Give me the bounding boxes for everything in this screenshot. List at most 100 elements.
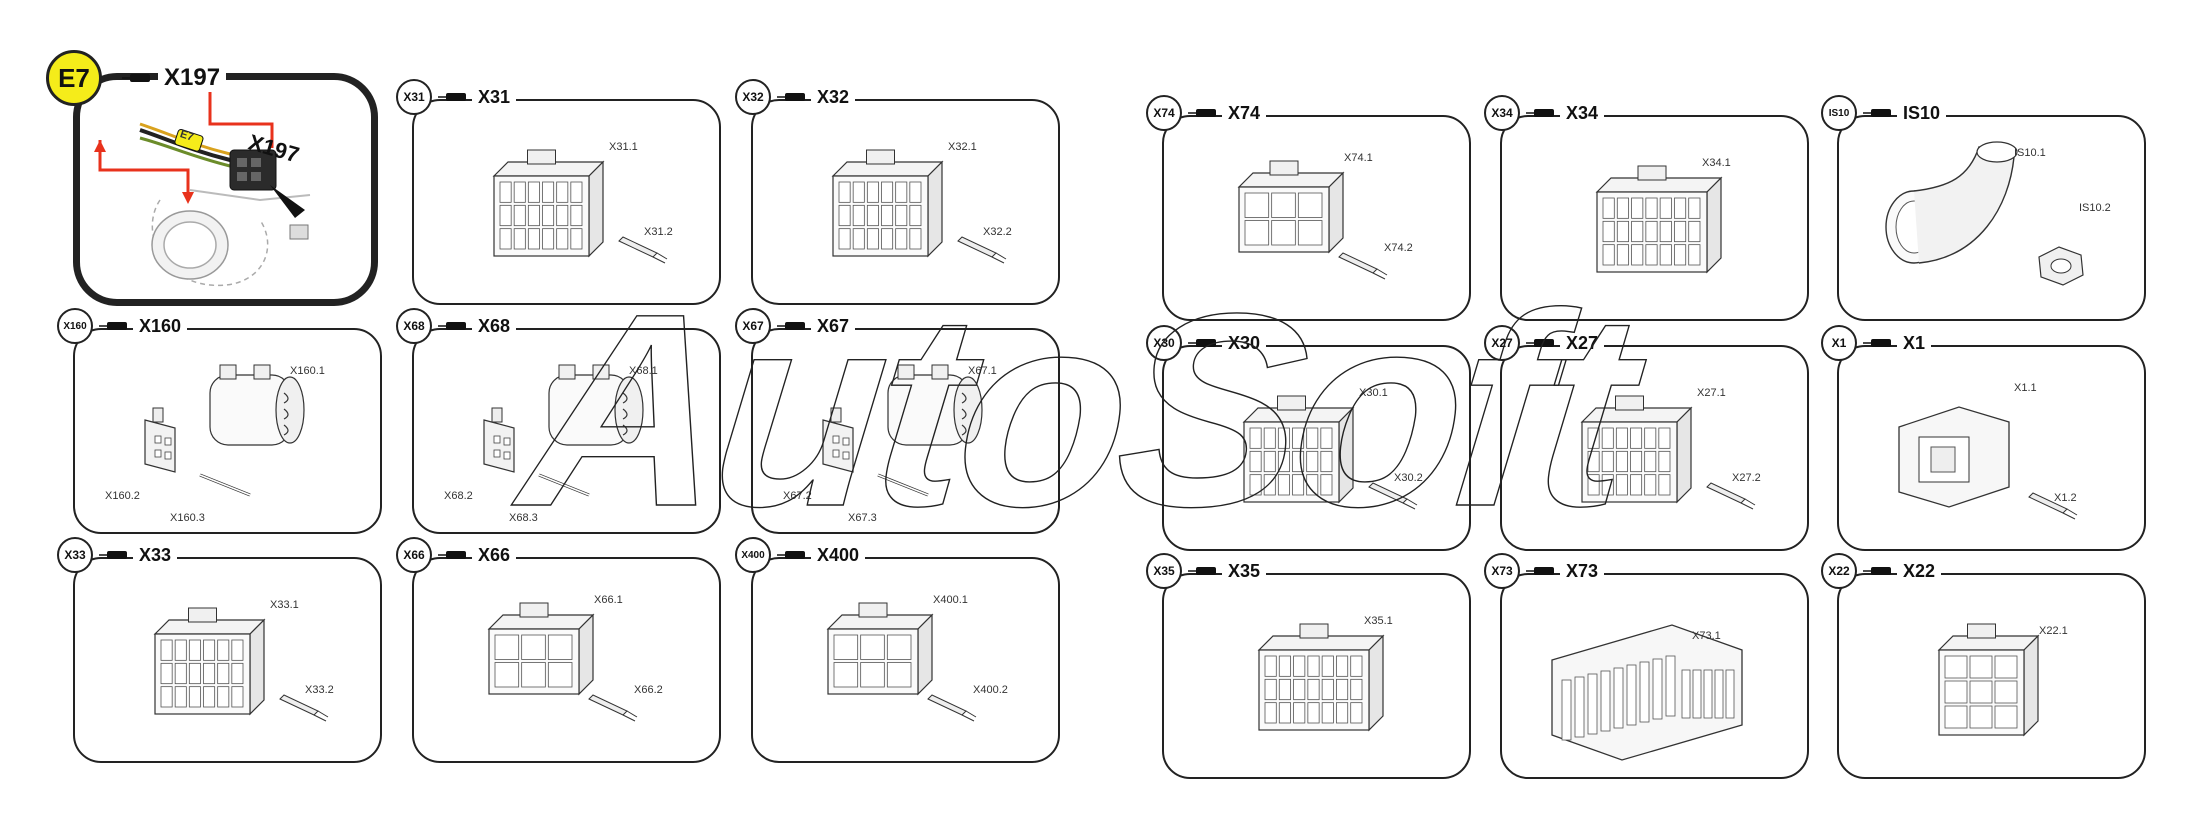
connector-plug-icon	[1526, 567, 1554, 575]
hero-cable-tag	[174, 128, 204, 152]
connector-panel-title: X30	[1222, 333, 1267, 353]
e7-component-badge: E7	[46, 50, 102, 106]
connector-illustration	[144, 364, 305, 497]
connector-panel-title: X67	[811, 316, 856, 336]
part-label: X67.3	[848, 512, 877, 524]
connector-illustration	[822, 364, 983, 497]
hero-panel-title: X197	[158, 64, 227, 92]
connector-plug-icon	[777, 322, 805, 330]
connector-plug-icon	[99, 322, 127, 330]
connector-plug-icon	[1188, 567, 1216, 575]
part-label: X66.1	[594, 594, 623, 606]
part-label: X160.2	[105, 490, 140, 502]
connector-id-badge: X66	[396, 537, 432, 573]
connector-panel-x73: X73.1	[1500, 573, 1809, 779]
connector-plug-icon	[777, 551, 805, 559]
part-label: X32.1	[948, 141, 977, 153]
connector-id-badge: IS10	[1821, 95, 1857, 131]
connector-id-badge: X400	[735, 537, 771, 573]
connector-plug-icon	[1526, 339, 1554, 347]
connector-panel-title: X1	[1897, 333, 1932, 353]
connector-illustration	[1237, 160, 1388, 280]
part-label: X67.1	[968, 365, 997, 377]
part-label: X22.1	[2039, 625, 2068, 637]
connector-plug-icon	[1188, 109, 1216, 117]
connector-panel-title: IS10	[1897, 103, 1947, 123]
connector-id-badge: X68	[396, 308, 432, 344]
connector-illustration	[1257, 623, 1385, 732]
connector-panel-title: X34	[1560, 103, 1605, 123]
connector-id-badge: X73	[1484, 553, 1520, 589]
connector-id-badge: X30	[1146, 325, 1182, 361]
part-label: X73.1	[1692, 630, 1721, 642]
connector-id-badge: X22	[1821, 553, 1857, 589]
connector-panel-title: X73	[1560, 561, 1605, 581]
connector-plug-icon	[438, 93, 466, 101]
part-label: X33.2	[305, 684, 334, 696]
connector-id-badge: X67	[735, 308, 771, 344]
part-label: X1.2	[2054, 492, 2077, 504]
connector-id-badge: X1	[1821, 325, 1857, 361]
connector-panel-title: X27	[1560, 333, 1605, 353]
connector-panel-title: X35	[1222, 561, 1267, 581]
part-label: X1.1	[2014, 382, 2037, 394]
connector-panel-x22: X22.1	[1837, 573, 2146, 779]
part-label: X66.2	[634, 684, 663, 696]
part-label: X74.2	[1384, 242, 1413, 254]
connector-panel-title: X32	[811, 87, 856, 107]
part-label: X160.3	[170, 512, 205, 524]
part-label: X68.3	[509, 512, 538, 524]
connector-id-badge: X35	[1146, 553, 1182, 589]
x197-location-illustration	[94, 80, 311, 287]
connector-panel-title: X22	[1897, 561, 1942, 581]
connector-panel-title: X31	[472, 87, 517, 107]
part-label: X31.2	[644, 226, 673, 238]
part-label: X30.1	[1359, 387, 1388, 399]
part-label: X32.2	[983, 226, 1012, 238]
connector-illustration	[1937, 623, 2040, 737]
connector-plug-icon	[1863, 109, 1891, 117]
connector-panel-title: X74	[1222, 103, 1267, 123]
connector-illustration	[1551, 624, 1743, 761]
part-label: X74.1	[1344, 152, 1373, 164]
part-label: X68.1	[629, 365, 658, 377]
connector-id-badge: X31	[396, 79, 432, 115]
connector-panel-x34: X34.1	[1500, 115, 1809, 321]
connector-illustration	[831, 149, 1007, 264]
connector-illustration	[1242, 395, 1418, 510]
connector-illustration	[487, 602, 638, 722]
part-label: X35.1	[1364, 615, 1393, 627]
connector-illustration	[1898, 406, 2078, 520]
connector-illustration	[1580, 395, 1756, 510]
part-label: X160.1	[290, 365, 325, 377]
part-label: X34.1	[1702, 157, 1731, 169]
part-label: X27.1	[1697, 387, 1726, 399]
connector-panel-title: X400	[811, 545, 866, 565]
connector-panel-title: X33	[133, 545, 178, 565]
connector-plug-icon	[99, 551, 127, 559]
connector-illustration	[1595, 165, 1723, 274]
connector-panel-x197: E7 X197	[73, 73, 378, 306]
connector-id-badge: X27	[1484, 325, 1520, 361]
connector-id-badge: X32	[735, 79, 771, 115]
part-label: X31.1	[609, 141, 638, 153]
part-label: X30.2	[1394, 472, 1423, 484]
connector-id-badge: X160	[57, 308, 93, 344]
part-label: X68.2	[444, 490, 473, 502]
part-label: X67.2	[783, 490, 812, 502]
connector-plug-icon	[777, 93, 805, 101]
connector-illustration	[153, 607, 329, 722]
part-label: X33.1	[270, 599, 299, 611]
